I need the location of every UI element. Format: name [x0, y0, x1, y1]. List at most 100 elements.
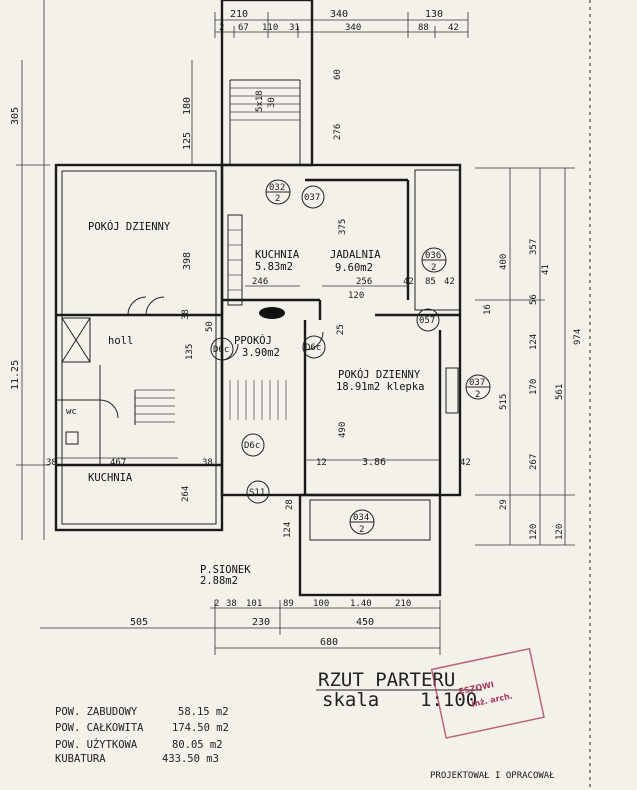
dim-16: 16 — [483, 304, 493, 315]
summary-label-zabudowy: POW. ZABUDOWY — [55, 706, 138, 718]
tag-d6c-3: D6c — [241, 433, 265, 457]
stamp-text-2: inż. arch. — [471, 691, 514, 708]
dim-b-210: 210 — [395, 599, 411, 609]
dim-124: 124 — [283, 522, 293, 538]
dim-38-right: 38 — [202, 458, 213, 468]
internal-dimensions: 60 276 375 256 246 42 120 85 42 16 25 49… — [46, 69, 493, 538]
dim-top2-110: 110 — [262, 23, 278, 33]
tag-036: 036 2 — [421, 247, 447, 273]
dim-60: 60 — [333, 69, 343, 80]
bottom-dimensions: 2 38 101 89 100 1.40 210 505 230 450 680 — [40, 599, 441, 655]
tag-032: 032 2 — [265, 179, 291, 205]
dim-b-680: 680 — [320, 637, 338, 648]
title-rzut-parteru: RZUT PARTERU — [318, 669, 455, 691]
dim-r-267: 267 — [529, 454, 539, 470]
svg-text:D6c: D6c — [244, 441, 260, 451]
doors — [65, 296, 324, 445]
area-summary: POW. ZABUDOWY 58.15 m2 POW. CAŁKOWITA 17… — [55, 706, 229, 765]
dim-r-120: 120 — [529, 524, 539, 540]
dim-r2-561: 561 — [555, 384, 565, 400]
tag-034: 034 2 — [349, 509, 375, 535]
wc-fixture — [65, 431, 79, 445]
dim-r-56: 56 — [529, 294, 539, 305]
svg-text:037: 037 — [469, 378, 485, 388]
walls — [54, 0, 462, 597]
dim-top2-42: 42 — [448, 23, 459, 33]
dim-r2-41: 41 — [541, 264, 551, 275]
room-jadalnia: JADALNIA — [330, 249, 381, 261]
drawing-title: RZUT PARTERU skala 1:100 — [316, 669, 482, 711]
tag-s11: S11 — [246, 480, 270, 504]
dim-r-400: 400 — [499, 254, 509, 270]
title-scale-value: 1:100 — [420, 689, 477, 711]
summary-label-uzytkowa: POW. UŻYTKOWA — [55, 738, 138, 751]
dim-r-170: 170 — [529, 379, 539, 395]
room-pokoj-dzienny-right-area: 18.91m2 klepka — [336, 381, 425, 393]
dim-left-125: 125 — [182, 132, 193, 150]
summary-value-calkowita: 174.50 m2 — [172, 722, 229, 734]
summary-value-uzytkowa: 80.05 m2 — [172, 739, 223, 751]
dim-276: 276 — [333, 124, 343, 140]
summary-label-calkowita: POW. CAŁKOWITA — [55, 722, 144, 734]
svg-text:037: 037 — [304, 193, 320, 203]
dim-42b: 42 — [444, 277, 455, 287]
dim-r-357: 357 — [529, 239, 539, 255]
dim-375: 375 — [338, 219, 348, 235]
dim-r-29: 29 — [499, 499, 509, 510]
footer-projektowal: PROJEKTOWAŁ I OPRACOWAŁ — [430, 771, 555, 781]
room-labels: POKÓJ DZIENNY holl wc KUCHNIA KUCHNIA 5.… — [66, 220, 425, 587]
tag-037-right: 037 2 — [465, 374, 491, 400]
dim-r2-120: 120 — [555, 524, 565, 540]
room-pokoj-dzienny-left: POKÓJ DZIENNY — [88, 220, 171, 233]
dim-85: 85 — [425, 277, 436, 287]
left-dimensions: 305 180 125 398 11.25 — [10, 0, 193, 540]
svg-text:2: 2 — [475, 390, 480, 400]
tag-037-top: 037 — [301, 185, 325, 209]
tag-d6c-2: D6c — [302, 335, 326, 359]
kitchen-cabinets — [227, 214, 243, 306]
room-przedpokoj: PPOKÓJ — [234, 334, 272, 347]
dim-120: 120 — [348, 291, 364, 301]
svg-text:D6c: D6c — [305, 343, 321, 353]
dim-b-101: 101 — [246, 599, 262, 609]
dim-b-450: 450 — [356, 617, 374, 628]
door-swing-holl-2 — [145, 296, 165, 316]
dim-38-holl: 38 — [181, 309, 191, 320]
dim-135: 135 — [185, 344, 195, 360]
dim-b-2: 2 — [214, 599, 219, 609]
dim-38-left: 38 — [46, 458, 57, 468]
room-jadalnia-area: 9.60m2 — [335, 262, 373, 274]
svg-text:D6c: D6c — [213, 345, 229, 355]
dim-490: 490 — [338, 422, 348, 438]
title-skala: skala — [322, 689, 379, 711]
room-przedpokoj-area: 3.90m2 — [242, 347, 280, 359]
room-kuchnia-left: KUCHNIA — [88, 472, 133, 484]
dim-top-210: 210 — [230, 9, 248, 20]
svg-text:2: 2 — [431, 263, 436, 273]
dim-246: 246 — [252, 277, 268, 287]
dim-left-1125: 11.25 — [10, 360, 21, 390]
summary-value-kubatura: 433.50 m3 — [162, 753, 219, 765]
dim-264: 264 — [181, 486, 191, 502]
svg-text:057: 057 — [419, 316, 435, 326]
dim-r2-974: 974 — [573, 329, 583, 345]
dim-b-100: 100 — [313, 599, 329, 609]
svg-text:036: 036 — [425, 251, 441, 261]
dim-b-140: 1.40 — [350, 599, 372, 609]
dim-50: 50 — [205, 321, 215, 332]
central-stair — [134, 380, 287, 425]
room-pokoj-dzienny-right: POKÓJ DZIENNY — [338, 368, 421, 381]
dim-top-130: 130 — [425, 9, 443, 20]
stair-30: 30 — [267, 97, 277, 108]
stair-5x18: 5x18 — [255, 90, 265, 112]
right-dimensions: 400 357 56 124 170 515 267 29 120 41 561… — [475, 167, 583, 546]
column-mark — [259, 307, 285, 319]
svg-text:034: 034 — [353, 513, 369, 523]
svg-text:2: 2 — [275, 194, 280, 204]
dim-top2-88: 88 — [418, 23, 429, 33]
element-tags: 032 2 037 036 2 057 037 2 034 2 D6c — [210, 179, 491, 535]
room-kuchnia: KUCHNIA — [255, 249, 300, 261]
dim-42-right: 42 — [460, 458, 471, 468]
svg-text:2: 2 — [359, 525, 364, 535]
